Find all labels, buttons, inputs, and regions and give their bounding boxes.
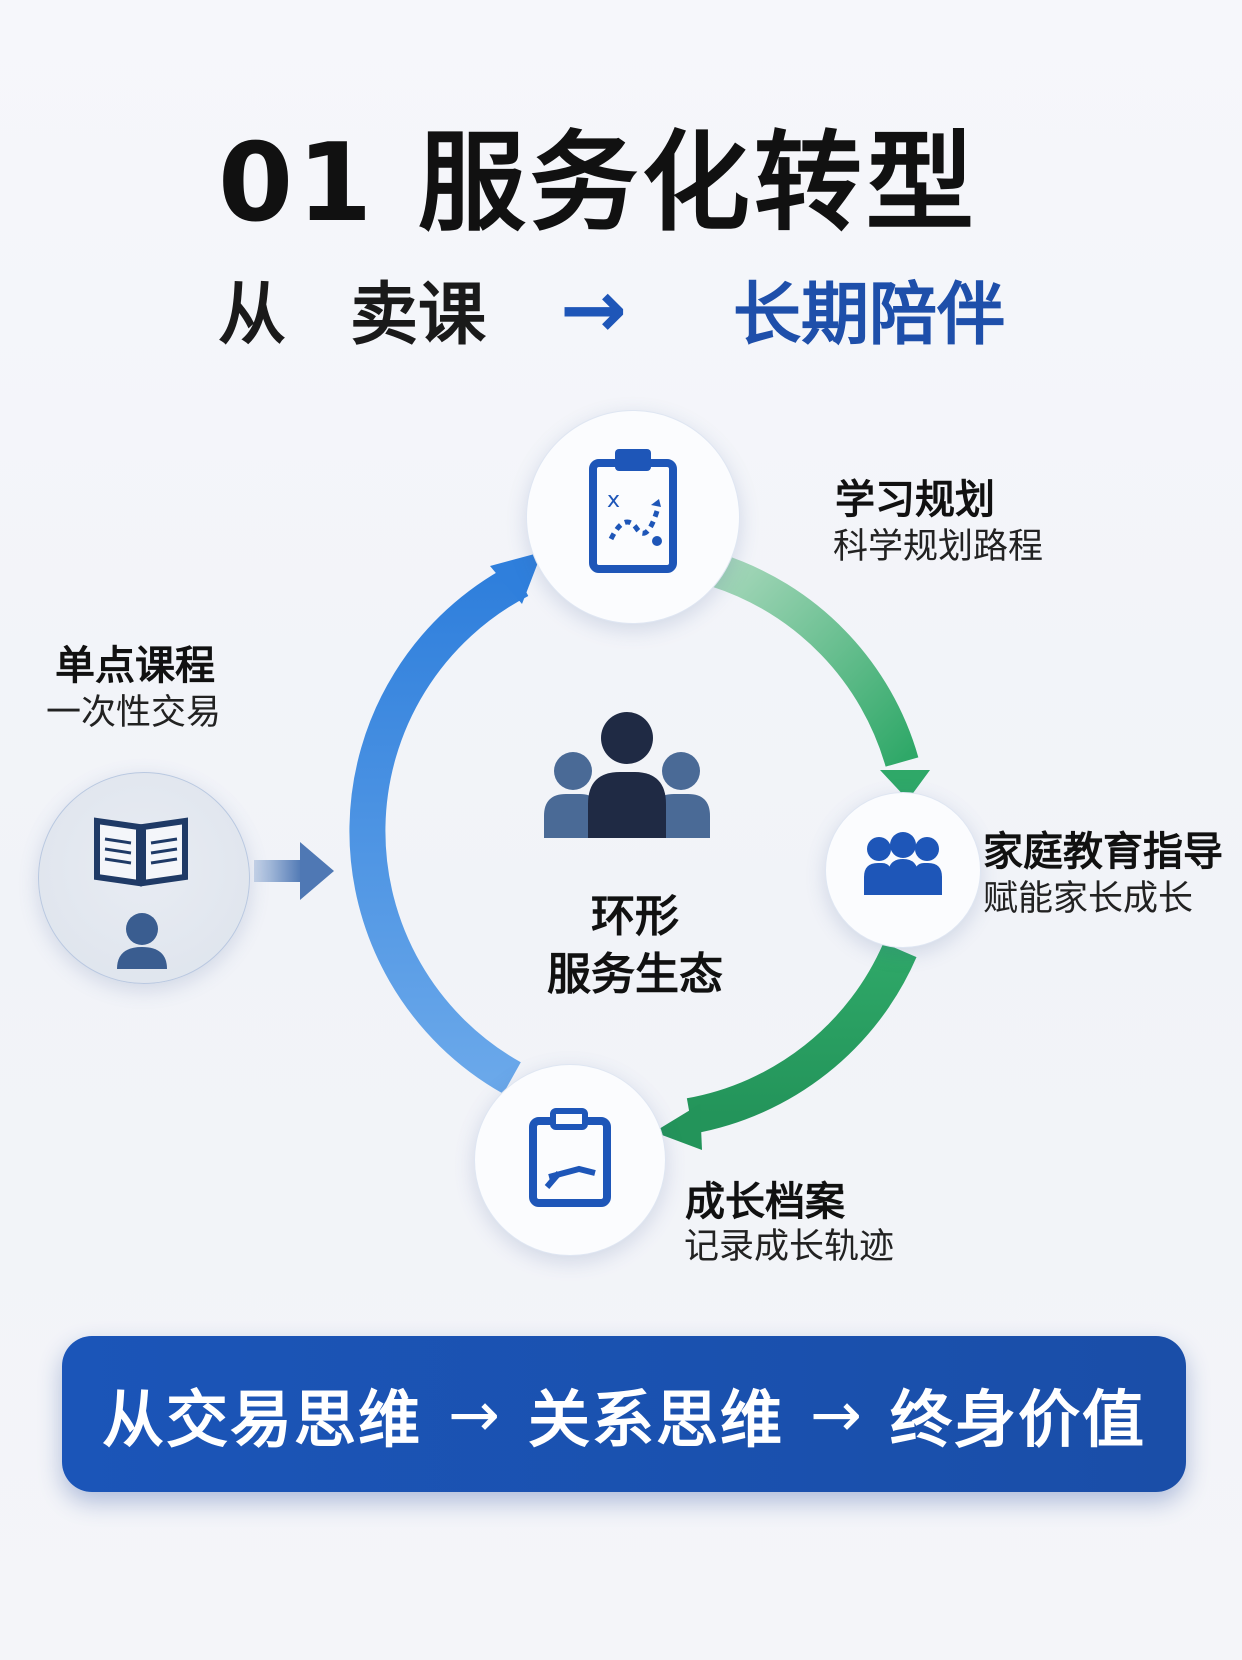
subtitle-from: 从: [218, 276, 287, 355]
cycle-arrow-green-bottom: [686, 942, 917, 1134]
side-arrow-head: [300, 842, 334, 900]
page-title: 01 服务化转型: [218, 121, 978, 246]
single-course-desc: 一次性交易: [46, 693, 222, 733]
node-learning-plan[interactable]: x: [526, 410, 740, 624]
cycle-arrowhead-green-bottom: [654, 1104, 702, 1150]
banner-step-relationship: 关系思维: [527, 1383, 784, 1456]
node-growth-archive[interactable]: [474, 1064, 666, 1256]
growth-archive-desc: 记录成长轨迹: [684, 1227, 895, 1267]
subtitle-old-model: 卖课: [350, 276, 487, 355]
growth-record-icon: [529, 1108, 611, 1207]
banner-arrow-2: →: [810, 1377, 864, 1451]
single-course-title: 单点课程: [55, 643, 215, 689]
people-group-icon: [544, 712, 710, 838]
center-label-line1: 环形: [591, 891, 679, 942]
book-student-icon: [94, 817, 188, 969]
clipboard-plan-icon: x: [589, 449, 677, 573]
learning-plan-desc: 科学规划路程: [833, 527, 1044, 567]
side-arrow-shaft: [254, 860, 302, 882]
banner-step-lifetime: 终身价值: [889, 1383, 1146, 1456]
node-family-guidance[interactable]: [825, 792, 981, 948]
subtitle-arrow: →: [560, 263, 628, 356]
summary-banner: 从交易思维 → 关系思维 → 终身价值: [62, 1336, 1186, 1492]
node-single-course[interactable]: [38, 772, 250, 984]
growth-archive-title: 成长档案: [685, 1179, 845, 1225]
svg-text:x: x: [607, 488, 620, 513]
center-label-line2: 服务生态: [547, 949, 723, 1000]
banner-arrow-1: →: [448, 1377, 502, 1451]
cycle-arrowhead-green-top: [880, 770, 930, 800]
banner-step-transaction: 从交易思维: [102, 1383, 423, 1456]
cycle-arrow-blue: [349, 564, 529, 1094]
family-guidance-desc: 赋能家长成长: [983, 879, 1194, 919]
learning-plan-title: 学习规划: [835, 477, 995, 523]
subtitle-new-model: 长期陪伴: [733, 276, 1006, 355]
cycle-arrowhead-blue: [490, 552, 542, 604]
cycle-arrow-green-top: [710, 553, 919, 767]
family-guidance-title: 家庭教育指导: [983, 829, 1223, 875]
family-group-icon: [864, 832, 942, 895]
